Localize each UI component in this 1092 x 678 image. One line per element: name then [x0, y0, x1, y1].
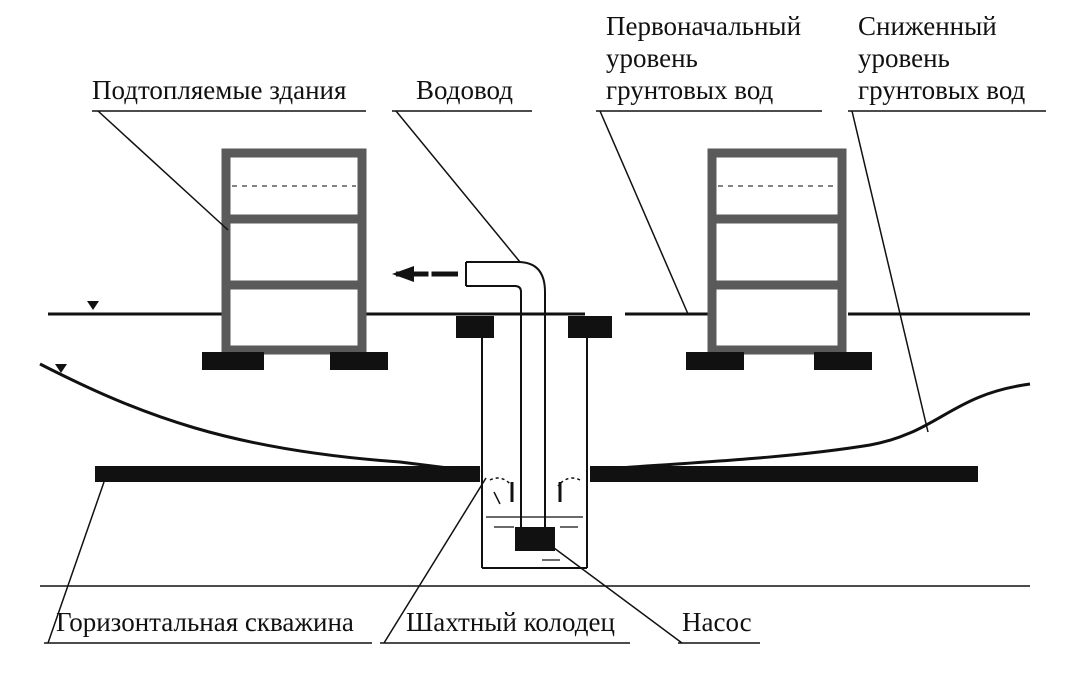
- label-flooded-buildings: Подтопляемые здания: [92, 75, 347, 105]
- building-left: [202, 148, 388, 370]
- horizontal-well-left: [95, 466, 480, 482]
- leader-lines: [44, 110, 1046, 644]
- water-level-marker-left: [87, 301, 99, 310]
- pump: [515, 527, 555, 551]
- label-initial-level-line1: Первоначальный: [606, 11, 802, 41]
- label-pump: Насос: [682, 607, 752, 637]
- horizontal-well-right: [590, 466, 978, 482]
- label-water-pipe: Водовод: [416, 75, 513, 105]
- building-right: [686, 148, 872, 370]
- label-lowered-level-line3: грунтовых вод: [858, 75, 1026, 105]
- label-initial-level-line3: грунтовых вод: [606, 75, 774, 105]
- water-pipe: [465, 261, 546, 527]
- water-level-marker-lowered: [55, 364, 67, 373]
- shaft-well: [456, 316, 612, 569]
- label-lowered-level-line2: уровень: [858, 43, 950, 73]
- lowered-water-level: [39, 362, 1031, 474]
- label-initial-level-line2: уровень: [606, 43, 698, 73]
- flow-arrow: [392, 266, 458, 282]
- label-horizontal-well: Горизонтальная скважина: [56, 607, 354, 637]
- label-lowered-level-line1: Сниженный: [858, 11, 997, 41]
- label-shaft-well: Шахтный колодец: [406, 607, 615, 637]
